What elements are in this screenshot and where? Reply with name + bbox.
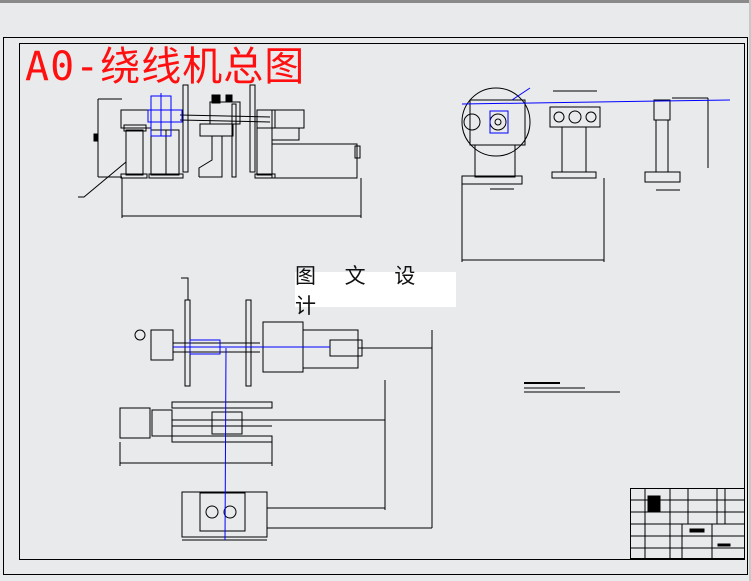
side-view-right xyxy=(644,97,709,191)
plan-view xyxy=(119,277,433,541)
watermark-label: 图 文 设 计 xyxy=(295,264,456,318)
side-view-highlight xyxy=(461,87,731,134)
watermark-text: 图 文 设 计 xyxy=(295,263,427,318)
motor-gearbox-highlight xyxy=(147,93,183,137)
window-top-edge xyxy=(0,0,751,3)
window-right-edge xyxy=(749,0,751,581)
drawing-title: A0-绕线机总图 xyxy=(25,44,306,90)
front-elevation-view xyxy=(78,84,362,218)
side-view-middle xyxy=(549,90,601,179)
side-view-left xyxy=(461,87,605,262)
technical-notes xyxy=(524,382,620,393)
title-block xyxy=(630,488,745,559)
inner-border xyxy=(19,43,745,560)
plan-view-highlight xyxy=(173,339,330,541)
outer-border xyxy=(3,37,748,575)
